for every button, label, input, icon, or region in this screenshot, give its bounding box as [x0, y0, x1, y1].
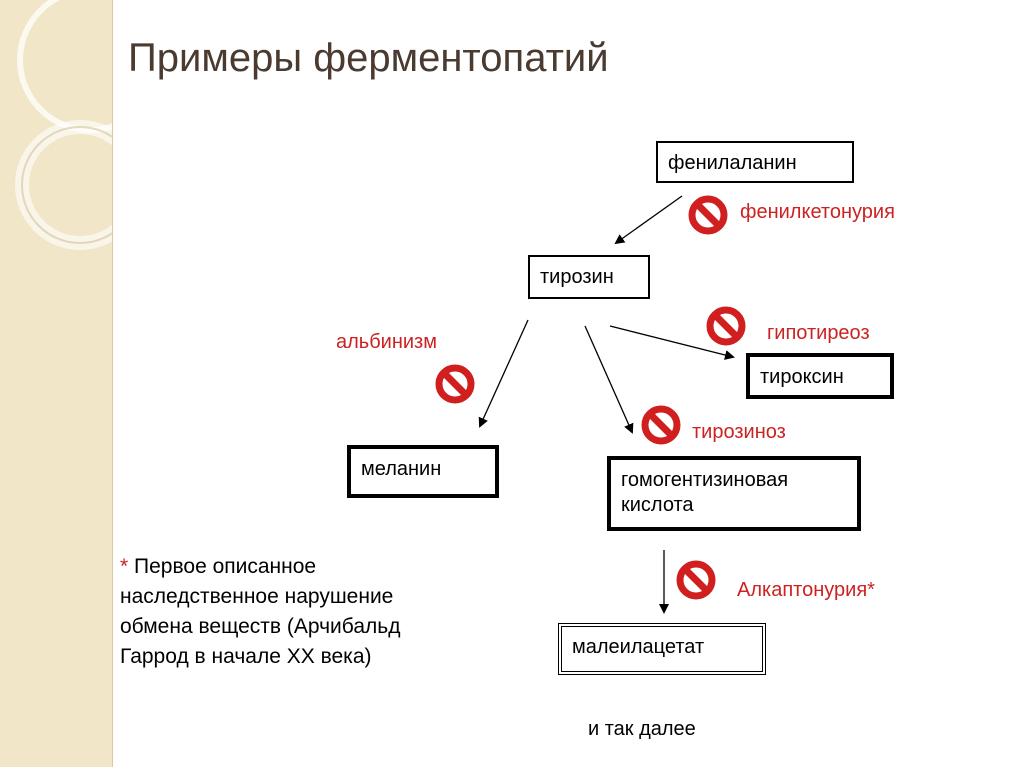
node-maleylacetate: малеилацетат	[558, 623, 766, 675]
arrow-tyrosine-to-thyroxine	[609, 325, 735, 360]
and-so-on-text: и так далее	[588, 718, 696, 740]
arrow-phenylalanine-to-tyrosine	[614, 195, 683, 245]
prohibition-sign-icon	[641, 405, 681, 445]
node-homogentisic-acid: гомогентизиновая кислота	[607, 456, 861, 531]
node-thyroxine: тироксин	[746, 353, 894, 399]
footnote-line-1: * Первое описанное	[120, 555, 317, 578]
decorative-rings-icon	[15, 0, 112, 250]
prohibition-sign-icon	[676, 560, 716, 600]
node-maleylacetate-label: малеилацетат	[572, 636, 705, 658]
disease-alkaptonuria: Алкаптонурия*	[737, 579, 875, 601]
node-tyrosine: тирозин	[528, 255, 650, 299]
node-thyroxine-label: тироксин	[760, 366, 844, 388]
disease-albinism: альбинизм	[336, 331, 437, 353]
prohibition-sign-icon	[688, 195, 728, 235]
footnote-star: *	[120, 555, 129, 578]
node-phenylalanine: фенилаланин	[656, 141, 854, 183]
decorative-side-panel	[0, 0, 113, 767]
node-tyrosine-label: тирозин	[540, 266, 614, 288]
footnote-line-4: Гаррод в начале XX века)	[120, 645, 372, 668]
disease-hypothyroidism: гипотиреоз	[767, 322, 870, 344]
node-homogentisic-label-line1: гомогентизиновая	[621, 469, 789, 491]
node-phenylalanine-label: фенилаланин	[668, 152, 797, 174]
page-title: Примеры ферментопатий	[128, 36, 609, 80]
prohibition-sign-icon	[706, 306, 746, 346]
disease-phenylketonuria: фенилкетонурия	[740, 201, 895, 223]
footnote: * Первое описанное наследственное наруше…	[120, 552, 480, 672]
footnote-line-3: обмена веществ (Арчибальд	[120, 615, 401, 638]
node-melanin-label: меланин	[361, 458, 442, 480]
footnote-line-2: наследственное нарушение	[120, 585, 394, 608]
arrow-tyrosine-to-homogentisic	[584, 325, 634, 434]
disease-tyrosinosis: тирозиноз	[692, 421, 786, 443]
prohibition-sign-icon	[435, 364, 475, 404]
node-melanin: меланин	[347, 445, 499, 498]
arrow-tyrosine-to-melanin	[478, 319, 529, 428]
node-homogentisic-label-line2: кислота	[621, 494, 694, 516]
